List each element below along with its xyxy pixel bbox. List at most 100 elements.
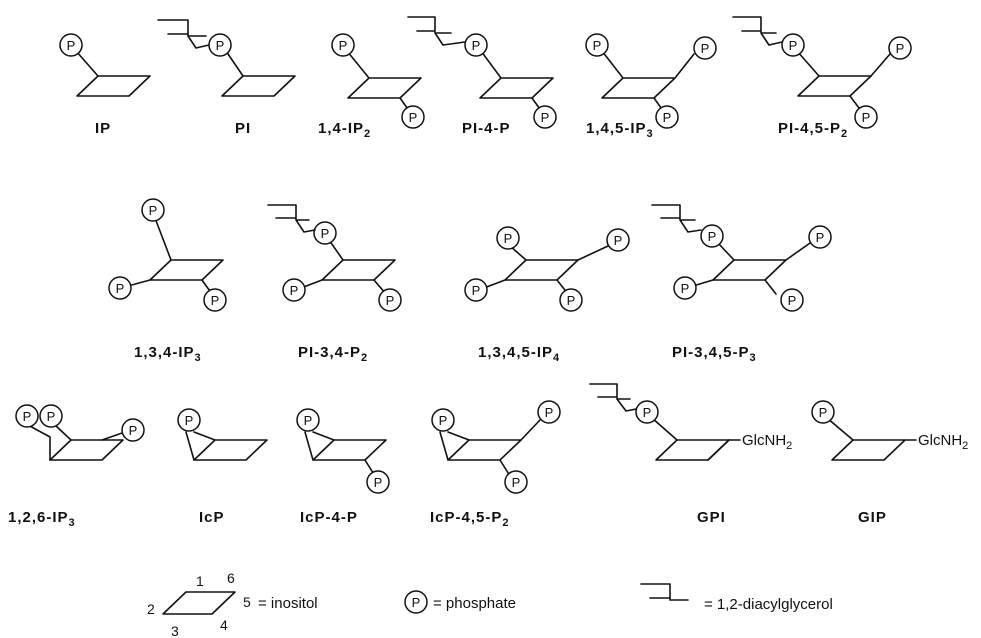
diacylglycerol-group [407,16,466,46]
phosphate-group: P [378,288,402,312]
svg-text:P: P [211,293,220,308]
label-pi: PI [235,120,251,137]
svg-text:P: P [304,413,313,428]
phosphate-group: P [177,408,201,432]
svg-text:P: P [567,293,576,308]
phosphate-group: P [296,408,320,432]
svg-text:P: P [593,38,602,53]
phosphate-group: P [780,288,804,312]
phosphate-group: P [673,276,697,300]
structure-pi345p3: P P P P [651,204,832,312]
phosphate-group: P [808,225,832,249]
phosphate-group: P [313,221,337,245]
svg-text:P: P [663,110,672,125]
label-gip: GIP [858,509,887,526]
svg-text:2: 2 [147,601,155,617]
phosphate-group: P [496,226,520,250]
svg-text:P: P [216,38,225,53]
phosphate-group: P [366,470,390,494]
svg-text:P: P [681,281,690,296]
glcnh2-gip: GlcNH2 [918,432,968,452]
structure-ip3-134: P P P [108,198,227,312]
svg-text:P: P [116,281,125,296]
svg-text:P: P [409,110,418,125]
svg-text:P: P [788,293,797,308]
phosphate-group: P [811,400,835,424]
svg-text:= phosphate: = phosphate [433,595,516,612]
structure-pi45p2: P P P [732,16,912,129]
phosphate-group: P [59,33,83,57]
diacylglycerol-group [732,16,783,46]
structure-ip3-145: P P P [585,33,717,129]
svg-text:P: P [504,231,513,246]
phosphate-group: P [693,36,717,60]
structure-ip4-1345: P P P P [464,226,630,312]
phosphate-group: P [504,470,528,494]
phosphate-group: P [15,404,39,428]
svg-text:P: P [545,405,554,420]
svg-text:P: P [512,475,521,490]
svg-text:P: P [701,41,710,56]
structure-gip: P [811,400,917,461]
label-gpi: GPI [697,509,726,526]
structure-pi: P [157,19,296,97]
svg-text:4: 4 [220,617,228,633]
structure-pi34p2: P P P [267,204,402,312]
phosphate-group: P [655,105,679,129]
svg-text:P: P [374,475,383,490]
label-ip4-1345: 1,3,4,5-IP4 [478,344,560,364]
phosphate-group: P [401,105,425,129]
structure-pi4p: P P [407,16,557,129]
label-icp4p: IcP-4-P [300,509,358,526]
svg-text:P: P [862,110,871,125]
phosphate-group: P [108,276,132,300]
svg-text:P: P [23,409,32,424]
svg-text:P: P [643,405,652,420]
phosphate-group: P [331,33,355,57]
label-ip2-14: 1,4-IP2 [318,120,371,140]
svg-text:P: P [67,38,76,53]
svg-text:P: P [321,226,330,241]
svg-text:= inositol: = inositol [258,595,318,612]
phosphate-group: P [464,33,488,57]
phosphate-group: P [208,33,232,57]
svg-text:3: 3 [171,623,179,638]
phosphate-group: P [854,105,878,129]
structure-icp: P [177,408,268,461]
diacylglycerol-group [157,19,210,49]
label-pi345p3: PI-3,4,5-P3 [672,344,757,364]
phosphate-group: P [537,400,561,424]
svg-text:P: P [412,595,421,610]
phosphate-group: P [888,36,912,60]
svg-text:1: 1 [196,573,204,589]
phosphate-group: P [39,404,63,428]
phosphate-group: P [464,278,488,302]
svg-text:P: P [339,38,348,53]
phosphate-group: P [121,418,145,442]
phosphate-group: P [203,288,227,312]
phosphate-group: P [559,288,583,312]
label-icp: IcP [199,509,225,526]
structure-ip2-14: P P [331,33,425,129]
svg-text:6: 6 [227,570,235,586]
svg-text:P: P [472,283,481,298]
phosphate-group: P [700,224,724,248]
diacylglycerol-group [589,383,637,412]
label-pi45p2: PI-4,5-P2 [778,120,848,140]
svg-text:P: P [708,229,717,244]
phosphate-group: P [606,228,630,252]
svg-text:P: P [789,38,798,53]
phosphate-group: P [781,33,805,57]
structure-ip3-126: P P P [15,404,145,461]
svg-text:P: P [185,413,194,428]
label-ip: IP [95,120,111,137]
svg-text:= 1,2-diacylglycerol: = 1,2-diacylglycerol [704,596,833,613]
phosphate-group: P [533,105,557,129]
phosphate-group: P [431,408,455,432]
label-icp45p2: IcP-4,5-P2 [430,509,510,529]
label-pi4p: PI-4-P [462,120,511,137]
diacylglycerol-group [267,204,316,233]
label-ip3-145: 1,4,5-IP3 [586,120,654,140]
